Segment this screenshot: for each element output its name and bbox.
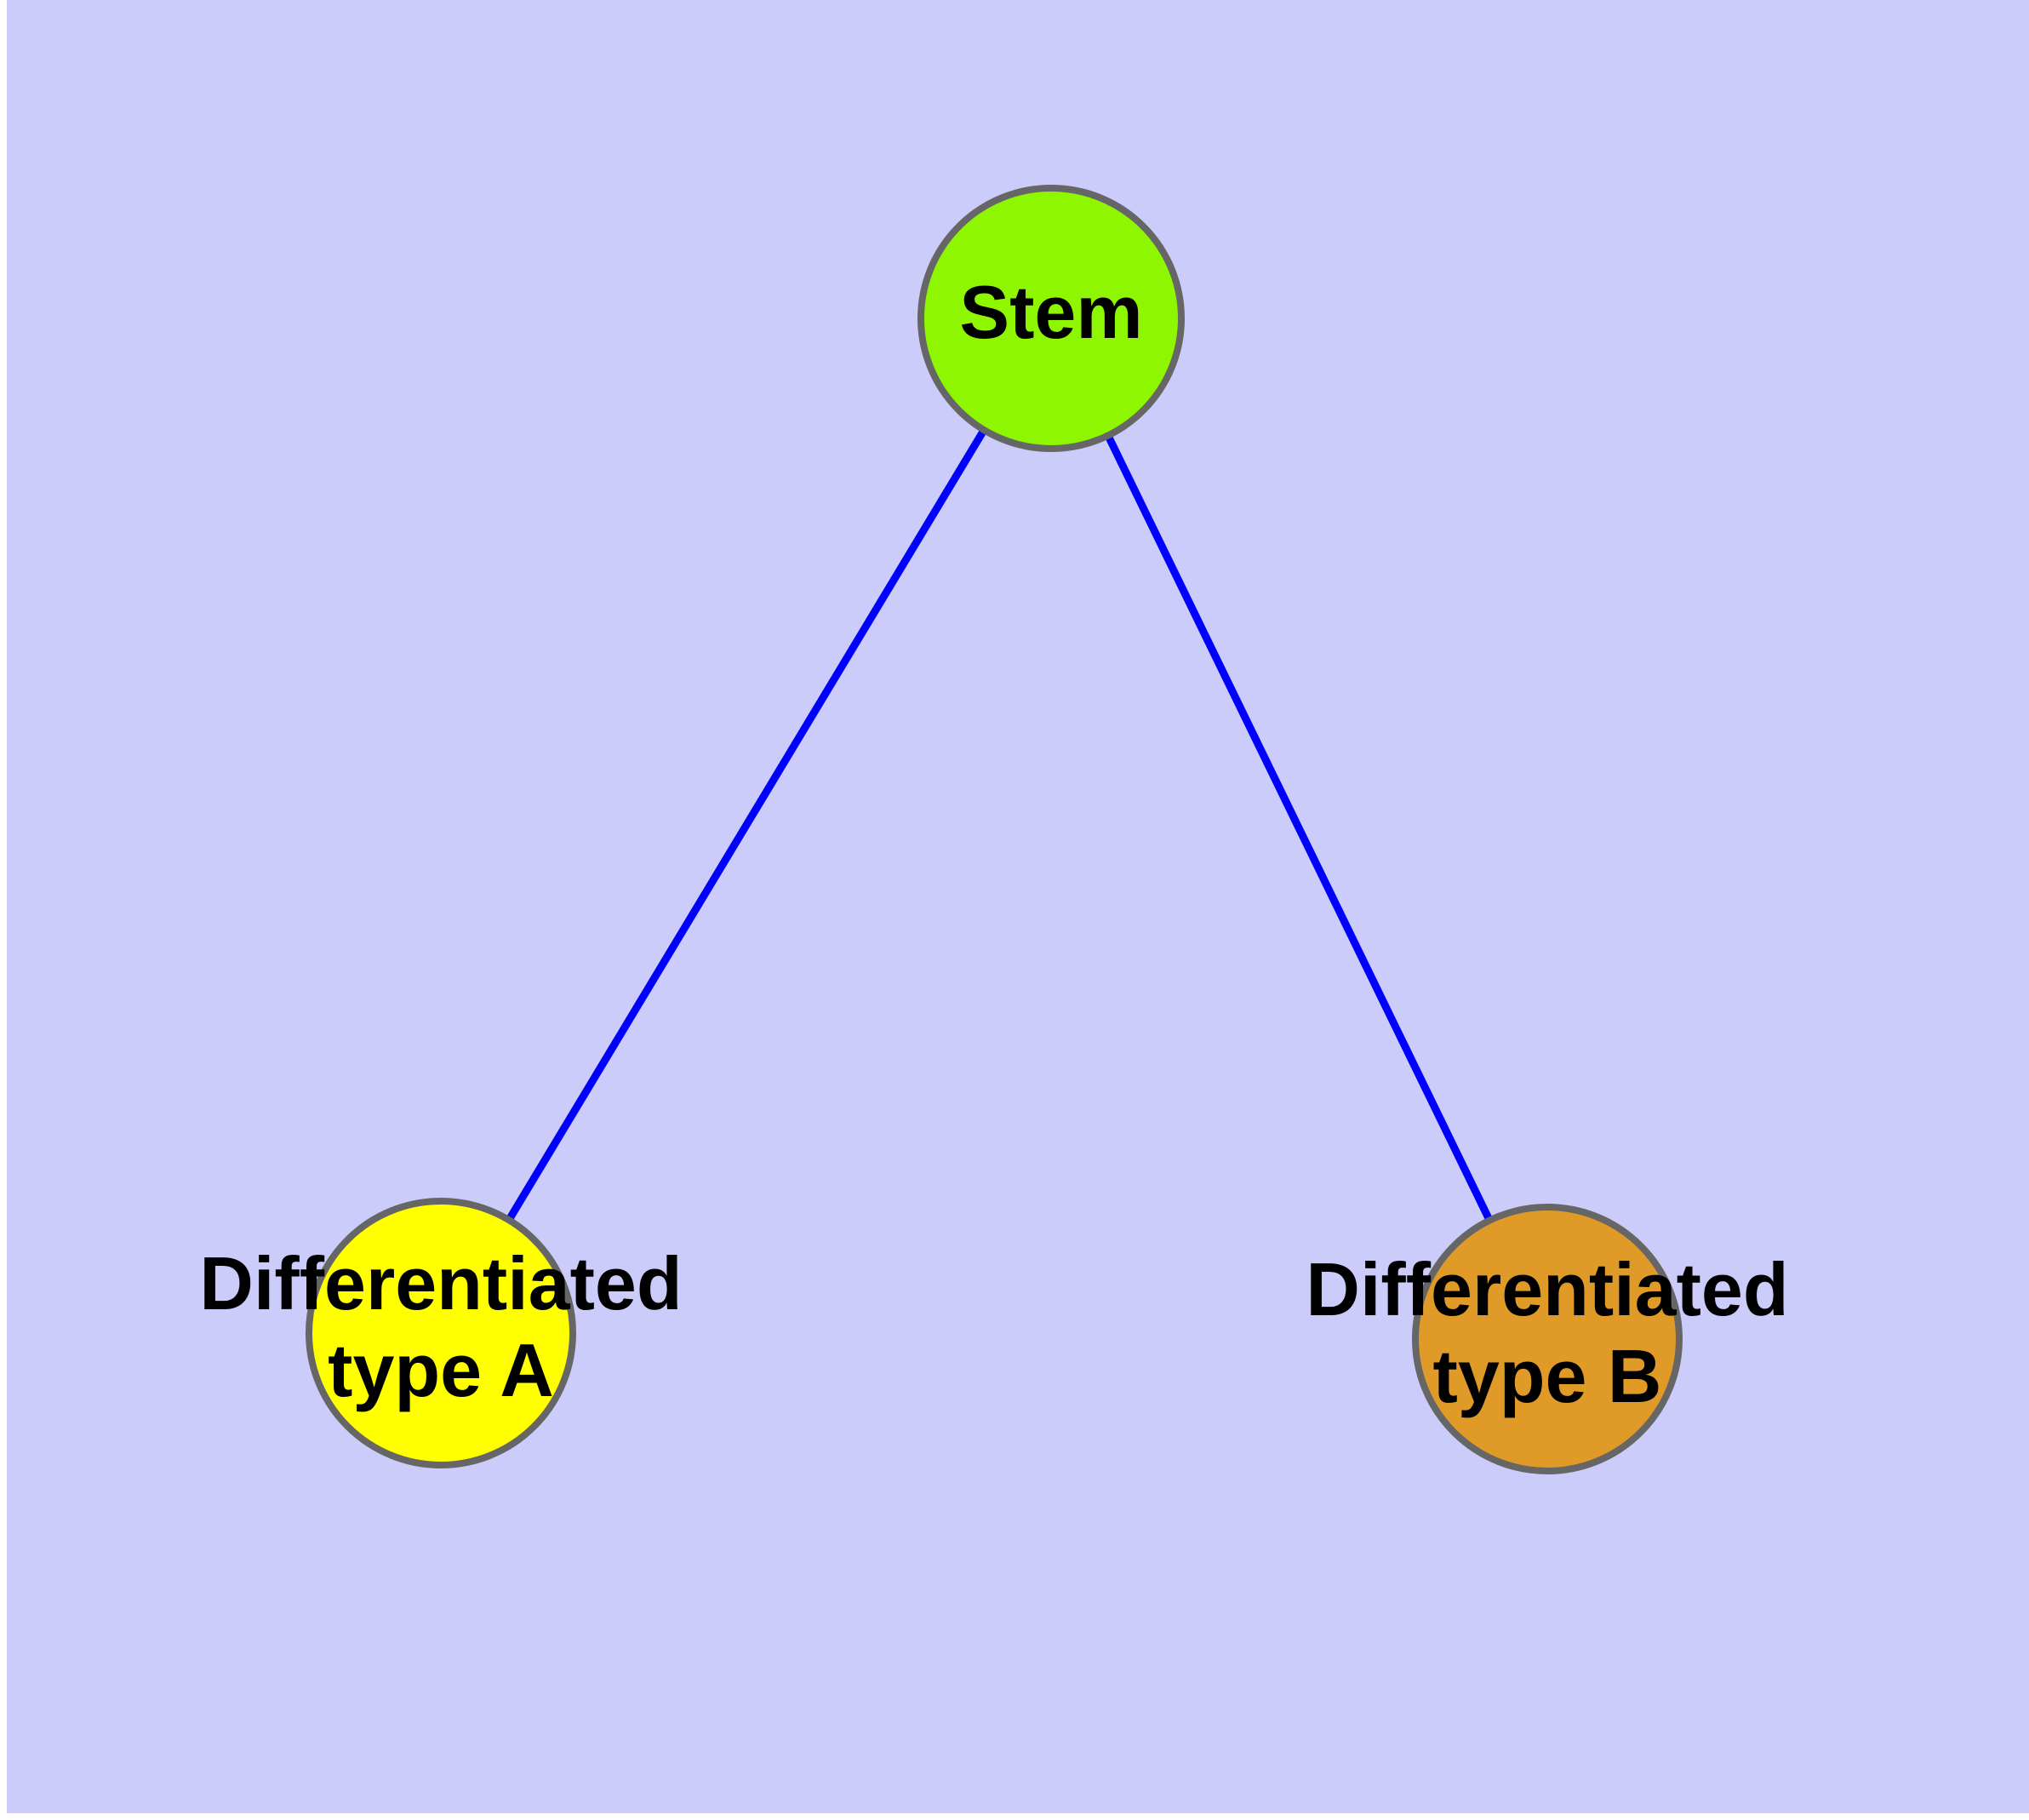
edge-layer — [505, 426, 1495, 1224]
edge-stem-to-diff-b[interactable] — [1103, 432, 1495, 1224]
node-differentiated-type-a-circle[interactable] — [306, 1198, 576, 1468]
node-stem-circle[interactable] — [917, 185, 1185, 452]
node-stem[interactable]: Stem — [917, 185, 1185, 452]
edge-stem-to-diff-a[interactable] — [505, 426, 989, 1224]
node-stem-label: Stem — [959, 270, 1142, 354]
node-differentiated-type-b-circle[interactable] — [1412, 1204, 1683, 1474]
